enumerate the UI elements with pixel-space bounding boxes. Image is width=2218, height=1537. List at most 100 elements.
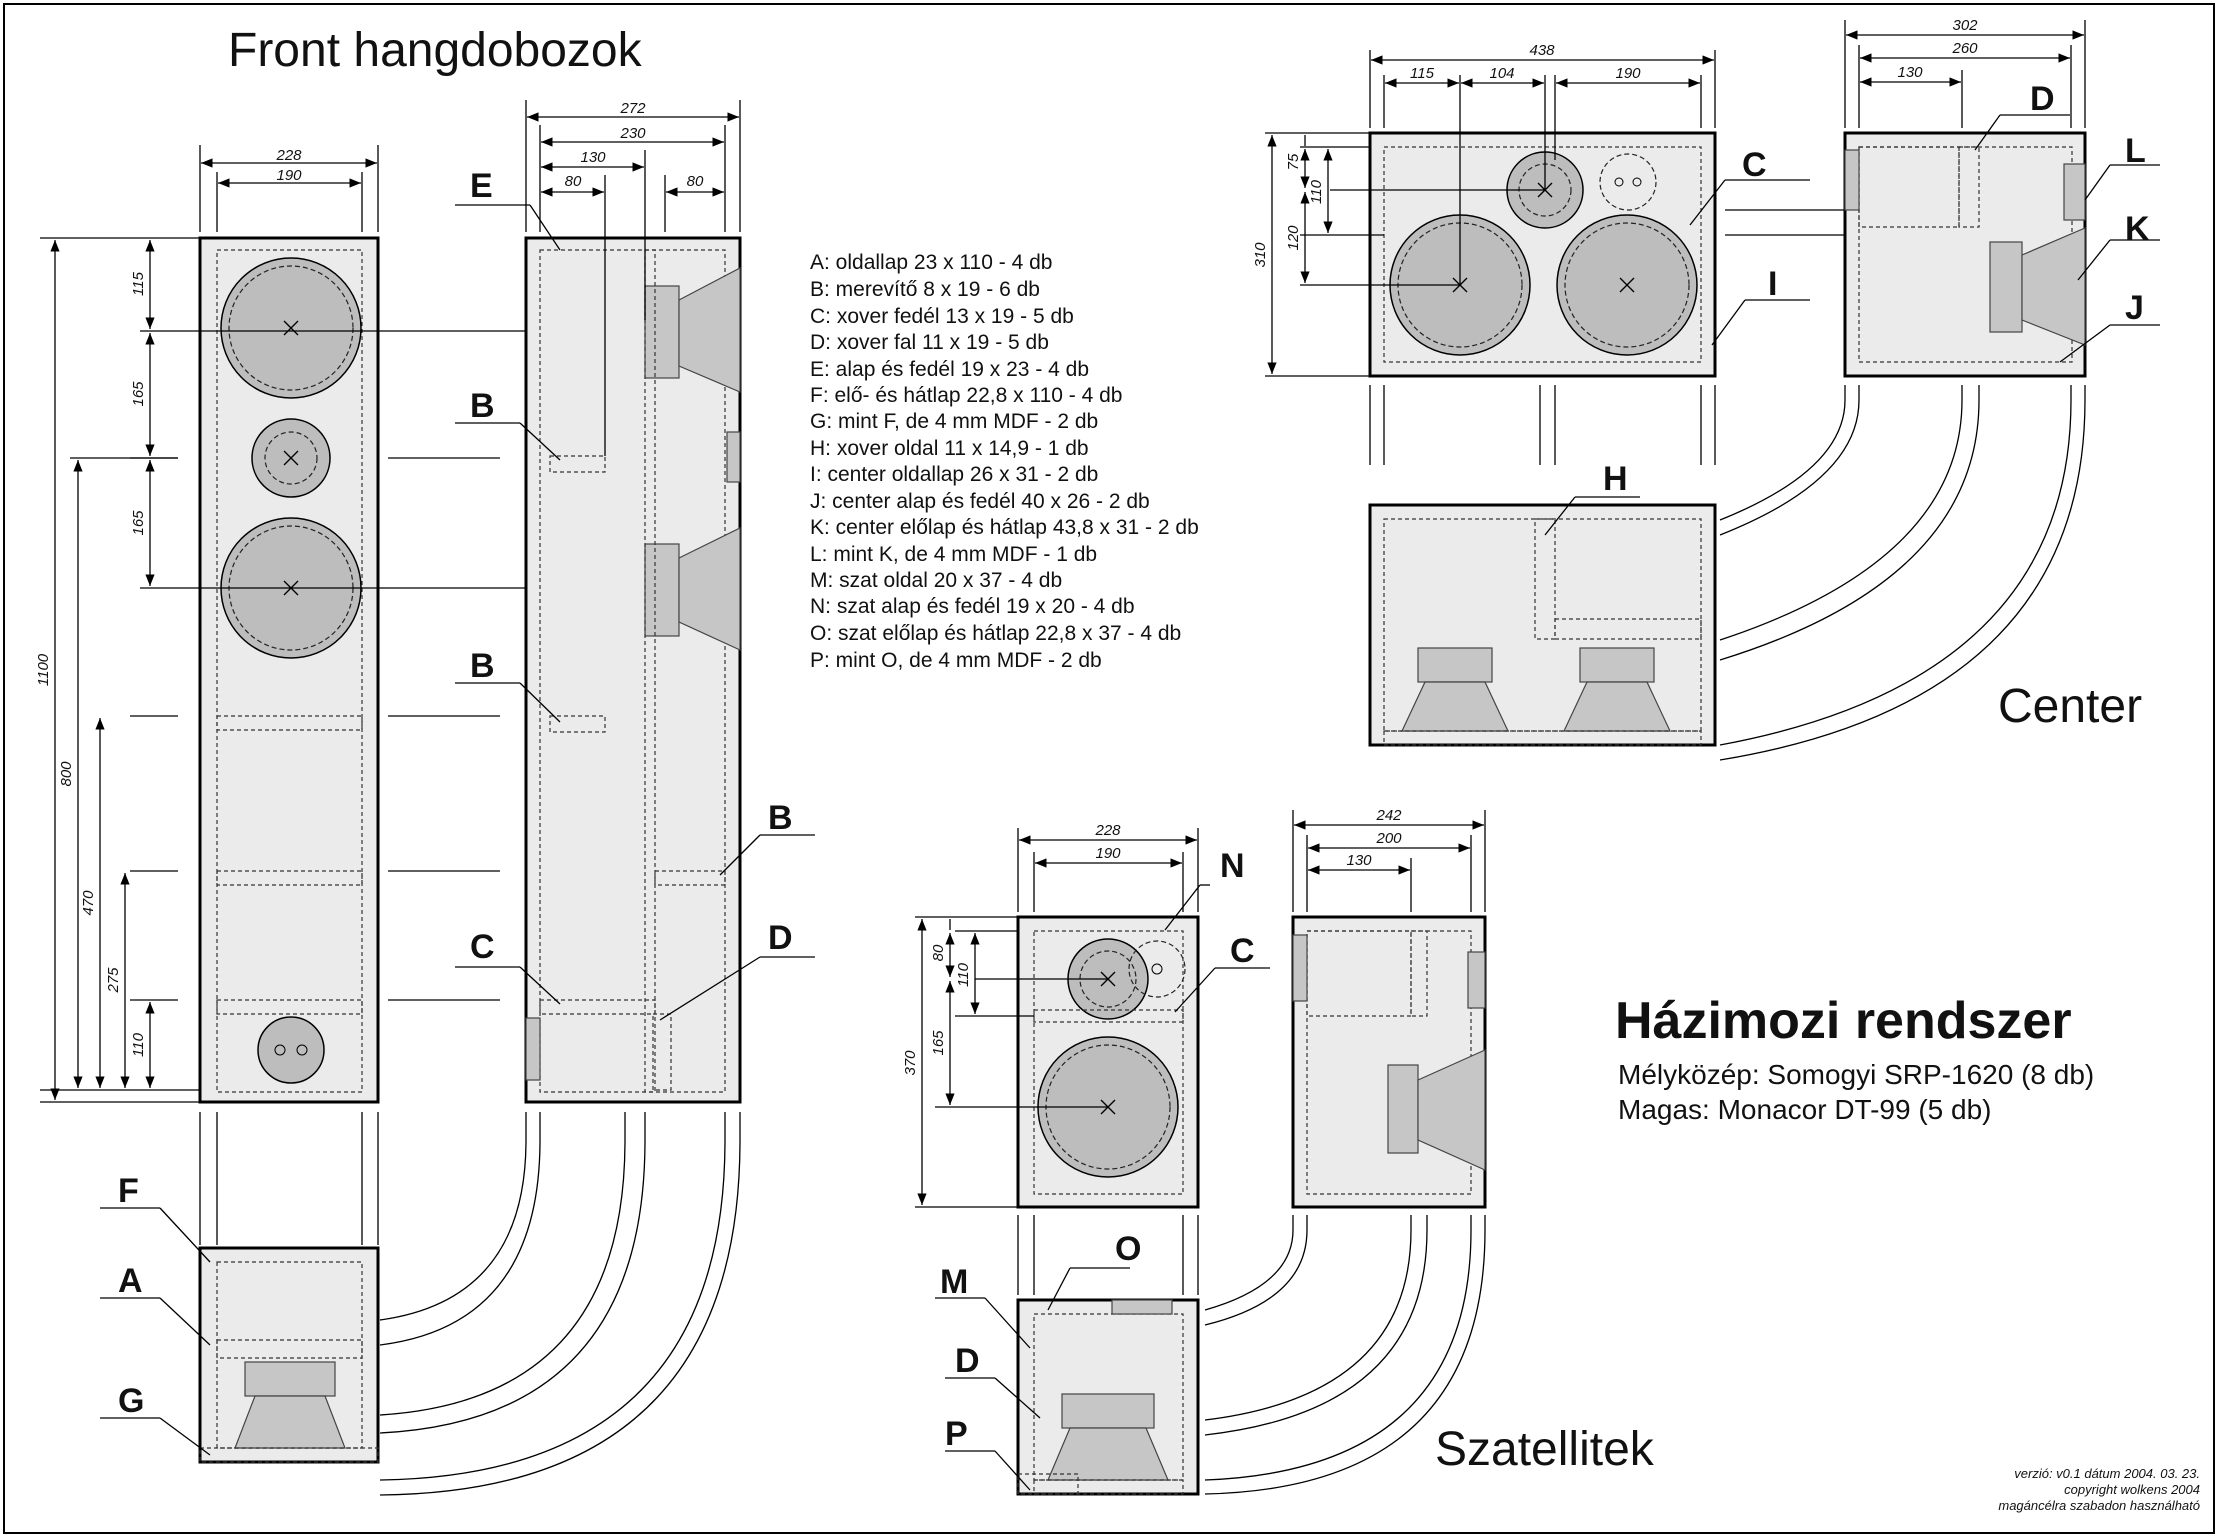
parts-list-item: M: szat oldal 20 x 37 - 4 db	[810, 569, 1062, 592]
label-a: A	[118, 1262, 143, 1300]
svg-text:370: 370	[902, 1050, 919, 1076]
center-projection-arcs	[1369, 385, 2086, 761]
parts-list-item: L: mint K, de 4 mm MDF - 1 db	[810, 543, 1097, 566]
svg-text:104: 104	[1489, 65, 1514, 82]
svg-text:165: 165	[130, 510, 147, 536]
parts-list-item: N: szat alap és fedél 19 x 20 - 4 db	[810, 595, 1135, 618]
satellites-title: Szatellitek	[1435, 1423, 1655, 1476]
svg-text:130: 130	[1897, 64, 1923, 81]
center-title: Center	[1998, 680, 2142, 733]
svg-text:800: 800	[58, 761, 75, 787]
svg-text:190: 190	[276, 167, 302, 184]
parts-list-item: D: xover fal 11 x 19 - 5 db	[810, 331, 1049, 354]
tweeter-spec: Magas: Monacor DT-99 (5 db)	[1618, 1094, 1992, 1125]
svg-text:80: 80	[687, 173, 704, 190]
svg-text:272: 272	[619, 100, 646, 117]
sheet-border	[3, 3, 2215, 1534]
terminal-plate	[257, 1016, 325, 1084]
svg-text:115: 115	[1410, 65, 1435, 82]
front-speaker-front-view	[40, 236, 640, 1104]
svg-text:75: 75	[1285, 153, 1302, 170]
label-d: D	[768, 919, 793, 957]
label-c: C	[1230, 932, 1255, 970]
svg-text:310: 310	[1252, 242, 1269, 268]
svg-text:190: 190	[1615, 65, 1641, 82]
front-title: Front hangdobozok	[228, 24, 643, 77]
parts-list-item: J: center alap és fedél 40 x 26 - 2 db	[810, 490, 1150, 513]
svg-text:165: 165	[930, 1030, 947, 1056]
label-i: I	[1768, 265, 1777, 303]
parts-list-item: F: elő- és hátlap 22,8 x 110 - 4 db	[810, 384, 1122, 407]
label-d: D	[955, 1342, 980, 1380]
svg-text:302: 302	[1952, 17, 1978, 34]
label-p: P	[945, 1415, 968, 1453]
front-speaker-side-view	[524, 236, 742, 1104]
center-part-labels-front: C I	[1689, 146, 1810, 346]
svg-text:242: 242	[1375, 807, 1402, 824]
svg-text:200: 200	[1375, 830, 1402, 847]
label-m: M	[940, 1263, 968, 1301]
center-top-view: H	[1368, 460, 1717, 747]
front-height-dimensions: 115 165 165 1100 800 470 275 110	[35, 240, 155, 1100]
satellite-projection-arcs	[1017, 1215, 1486, 1495]
svg-text:438: 438	[1529, 42, 1555, 59]
svg-text:80: 80	[930, 944, 947, 961]
svg-text:110: 110	[1308, 179, 1325, 204]
parts-list-item: C: xover fedél 13 x 19 - 5 db	[810, 305, 1074, 328]
satellite-side-view: 242 200 130	[1291, 807, 1487, 1209]
center-front-view	[1265, 50, 1845, 378]
label-n: N	[1220, 847, 1245, 885]
front-speaker-top-view: F A G	[100, 1172, 380, 1464]
satellite-front-view: 228 190 370 80 110 165 N C	[902, 822, 1270, 1209]
svg-text:115: 115	[130, 271, 147, 296]
svg-text:190: 190	[1095, 845, 1121, 862]
svg-text:228: 228	[1094, 822, 1121, 839]
satellite-top-view: O M D P	[935, 1230, 1200, 1496]
svg-text:80: 80	[565, 173, 582, 190]
center-side-view: 302 260 130	[1843, 17, 2087, 378]
front-width-dimensions: 228 190	[199, 145, 379, 232]
front-part-labels: E B B B C D	[455, 167, 815, 1021]
parts-list-item: E: alap és fedél 19 x 23 - 4 db	[810, 358, 1089, 381]
parts-list-item: G: mint F, de 4 mm MDF - 2 db	[810, 410, 1098, 433]
svg-text:230: 230	[619, 125, 646, 142]
midwoofer-spec: Mélyközép: Somogyi SRP-1620 (8 db)	[1618, 1059, 2094, 1090]
label-d: D	[2030, 80, 2055, 118]
center-part-labels-side: D L K J	[1974, 80, 2160, 363]
footer-notes: verzió: v0.1 dátum 2004. 03. 23. copyrig…	[1998, 1466, 2200, 1513]
label-j: J	[2125, 289, 2144, 327]
parts-list-item: A: oldallap 23 x 110 - 4 db	[810, 251, 1052, 274]
label-e: E	[470, 167, 493, 205]
svg-text:110: 110	[130, 1032, 147, 1057]
label-f: F	[118, 1172, 139, 1210]
svg-text:260: 260	[1951, 40, 1978, 57]
version-note: verzió: v0.1 dátum 2004. 03. 23.	[2014, 1466, 2200, 1481]
svg-text:120: 120	[1285, 225, 1302, 251]
front-depth-dimensions: 272 230 130 80 80	[525, 100, 741, 456]
parts-list-item: I: center oldallap 26 x 31 - 2 db	[810, 463, 1098, 486]
label-o: O	[1115, 1230, 1141, 1268]
label-c: C	[470, 928, 495, 966]
center-dimensions: 438 115 104 190 310 75 110 120	[1252, 42, 1714, 374]
svg-text:275: 275	[105, 967, 122, 994]
svg-text:130: 130	[580, 149, 606, 166]
label-c: C	[1742, 146, 1767, 184]
label-b: B	[768, 799, 793, 837]
svg-text:470: 470	[80, 890, 97, 916]
label-g: G	[118, 1382, 144, 1420]
svg-text:228: 228	[275, 147, 302, 164]
label-b: B	[470, 387, 495, 425]
parts-list-item: K: center előlap és hátlap 43,8 x 31 - 2…	[810, 516, 1199, 539]
front-projection-arcs	[199, 1112, 741, 1496]
license-note: magáncélra szabadon használható	[1998, 1498, 2200, 1513]
parts-list-item: B: merevítő 8 x 19 - 6 db	[810, 278, 1040, 301]
parts-list-item: O: szat előlap és hátlap 22,8 x 37 - 4 d…	[810, 622, 1181, 645]
system-title: Házimozi rendszer	[1615, 992, 2072, 1050]
label-k: K	[2125, 210, 2150, 248]
parts-list: A: oldallap 23 x 110 - 4 db B: merevítő …	[810, 251, 1199, 672]
label-h: H	[1603, 460, 1628, 498]
parts-list-item: P: mint O, de 4 mm MDF - 2 db	[810, 649, 1102, 672]
svg-text:130: 130	[1346, 852, 1372, 869]
label-l: L	[2125, 132, 2146, 170]
